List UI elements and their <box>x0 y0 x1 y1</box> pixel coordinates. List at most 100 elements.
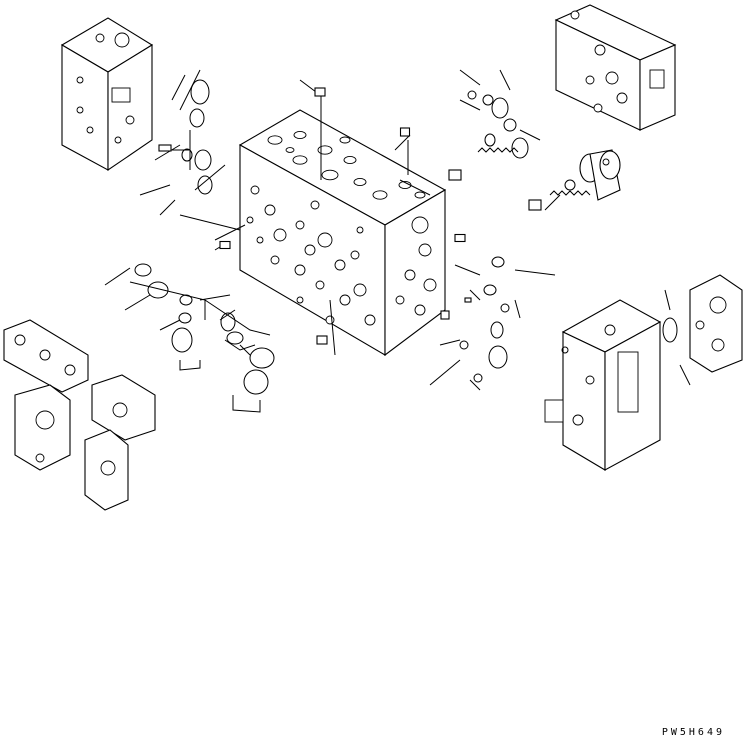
port-hole <box>246 216 254 224</box>
plug-fitting <box>528 199 542 211</box>
plug-fitting <box>440 310 450 320</box>
leader-line <box>439 339 461 346</box>
port-hole <box>264 204 276 216</box>
leader-line <box>399 179 431 196</box>
o-ring <box>491 256 505 268</box>
leader-line <box>469 289 481 301</box>
port-hole <box>250 185 260 195</box>
bore-hole <box>414 191 426 199</box>
port-hole <box>325 315 335 325</box>
port-hole <box>296 296 304 304</box>
main-valve-block <box>238 109 447 357</box>
o-ring <box>503 118 517 132</box>
bore-hole <box>321 169 339 181</box>
drawing-code-label: PW5H649 <box>661 727 725 738</box>
port-hole <box>256 236 264 244</box>
plug-fitting <box>399 127 411 137</box>
leader-line <box>514 299 521 319</box>
leader-line <box>179 69 201 111</box>
side-port-hole <box>418 243 432 257</box>
side-port-hole <box>423 278 437 292</box>
bracket-line <box>232 395 261 413</box>
bore-hole <box>372 190 388 200</box>
bore-hole <box>339 136 351 144</box>
o-ring <box>171 327 193 353</box>
o-ring <box>491 97 509 119</box>
o-ring <box>482 94 494 106</box>
leader-line <box>459 69 481 86</box>
leader-line <box>154 144 181 161</box>
bore-hole <box>353 177 367 187</box>
port-hole <box>315 280 325 290</box>
o-ring <box>178 312 192 324</box>
o-ring <box>467 90 477 100</box>
port-hole <box>304 244 316 256</box>
bore-hole <box>293 130 307 140</box>
leader-line <box>459 99 481 111</box>
plug-fittings <box>158 87 591 345</box>
spring <box>477 147 519 153</box>
leader-line <box>544 194 561 211</box>
leader-line <box>499 69 511 91</box>
o-ring <box>181 148 193 162</box>
leader-line <box>194 164 226 191</box>
plug-fitting <box>448 169 462 181</box>
side-port-hole <box>404 269 416 281</box>
end-plate-block <box>544 299 662 471</box>
port-hole <box>295 220 305 230</box>
o-ring <box>483 284 497 296</box>
port-hole <box>294 264 306 276</box>
leader-line <box>394 134 411 151</box>
o-ring <box>459 340 469 350</box>
bracket-line <box>224 339 256 351</box>
port-hole <box>350 250 360 260</box>
side-port-hole <box>411 216 429 234</box>
side-port-hole <box>414 304 426 316</box>
port-hole <box>339 294 351 306</box>
o-ring <box>226 331 244 345</box>
o-ring <box>243 369 269 395</box>
leader-line <box>469 379 481 391</box>
leader-line <box>199 294 231 301</box>
o-ring <box>561 346 569 354</box>
bore-hole <box>285 147 295 153</box>
o-ring <box>488 345 508 369</box>
o-ring <box>147 281 169 299</box>
bracket-line <box>179 360 201 371</box>
plug-fitting <box>158 144 172 152</box>
bore-hole <box>267 135 283 145</box>
relief-valve-plug <box>579 149 621 201</box>
right-section-block <box>554 4 677 131</box>
leader-line <box>159 319 181 331</box>
bore-hole <box>292 155 308 165</box>
o-ring <box>190 79 210 105</box>
leader-line <box>429 359 461 386</box>
leader-line <box>171 74 186 101</box>
leader-line <box>159 199 176 216</box>
leader-line <box>124 294 151 311</box>
bottom-left-parts <box>3 319 156 511</box>
plug-fitting <box>314 87 326 97</box>
o-ring <box>484 133 496 147</box>
o-ring <box>473 373 483 383</box>
leader-line <box>664 289 671 311</box>
o-ring <box>194 149 212 171</box>
leader-line <box>519 129 541 141</box>
leader-lines <box>104 69 691 413</box>
o-ring-seals <box>134 79 678 395</box>
leader-line <box>214 224 246 241</box>
plug-fitting <box>454 233 466 243</box>
leader-line <box>139 184 171 196</box>
leader-line <box>514 269 556 276</box>
bracket-line <box>170 130 191 170</box>
o-ring <box>189 108 205 128</box>
o-ring <box>511 137 529 159</box>
bracket-line <box>204 299 271 336</box>
leader-line <box>454 264 481 276</box>
plug-fitting <box>464 297 472 303</box>
left-section-block <box>60 17 154 172</box>
o-ring <box>490 321 504 339</box>
o-ring <box>134 263 152 277</box>
leader-line <box>179 214 241 231</box>
